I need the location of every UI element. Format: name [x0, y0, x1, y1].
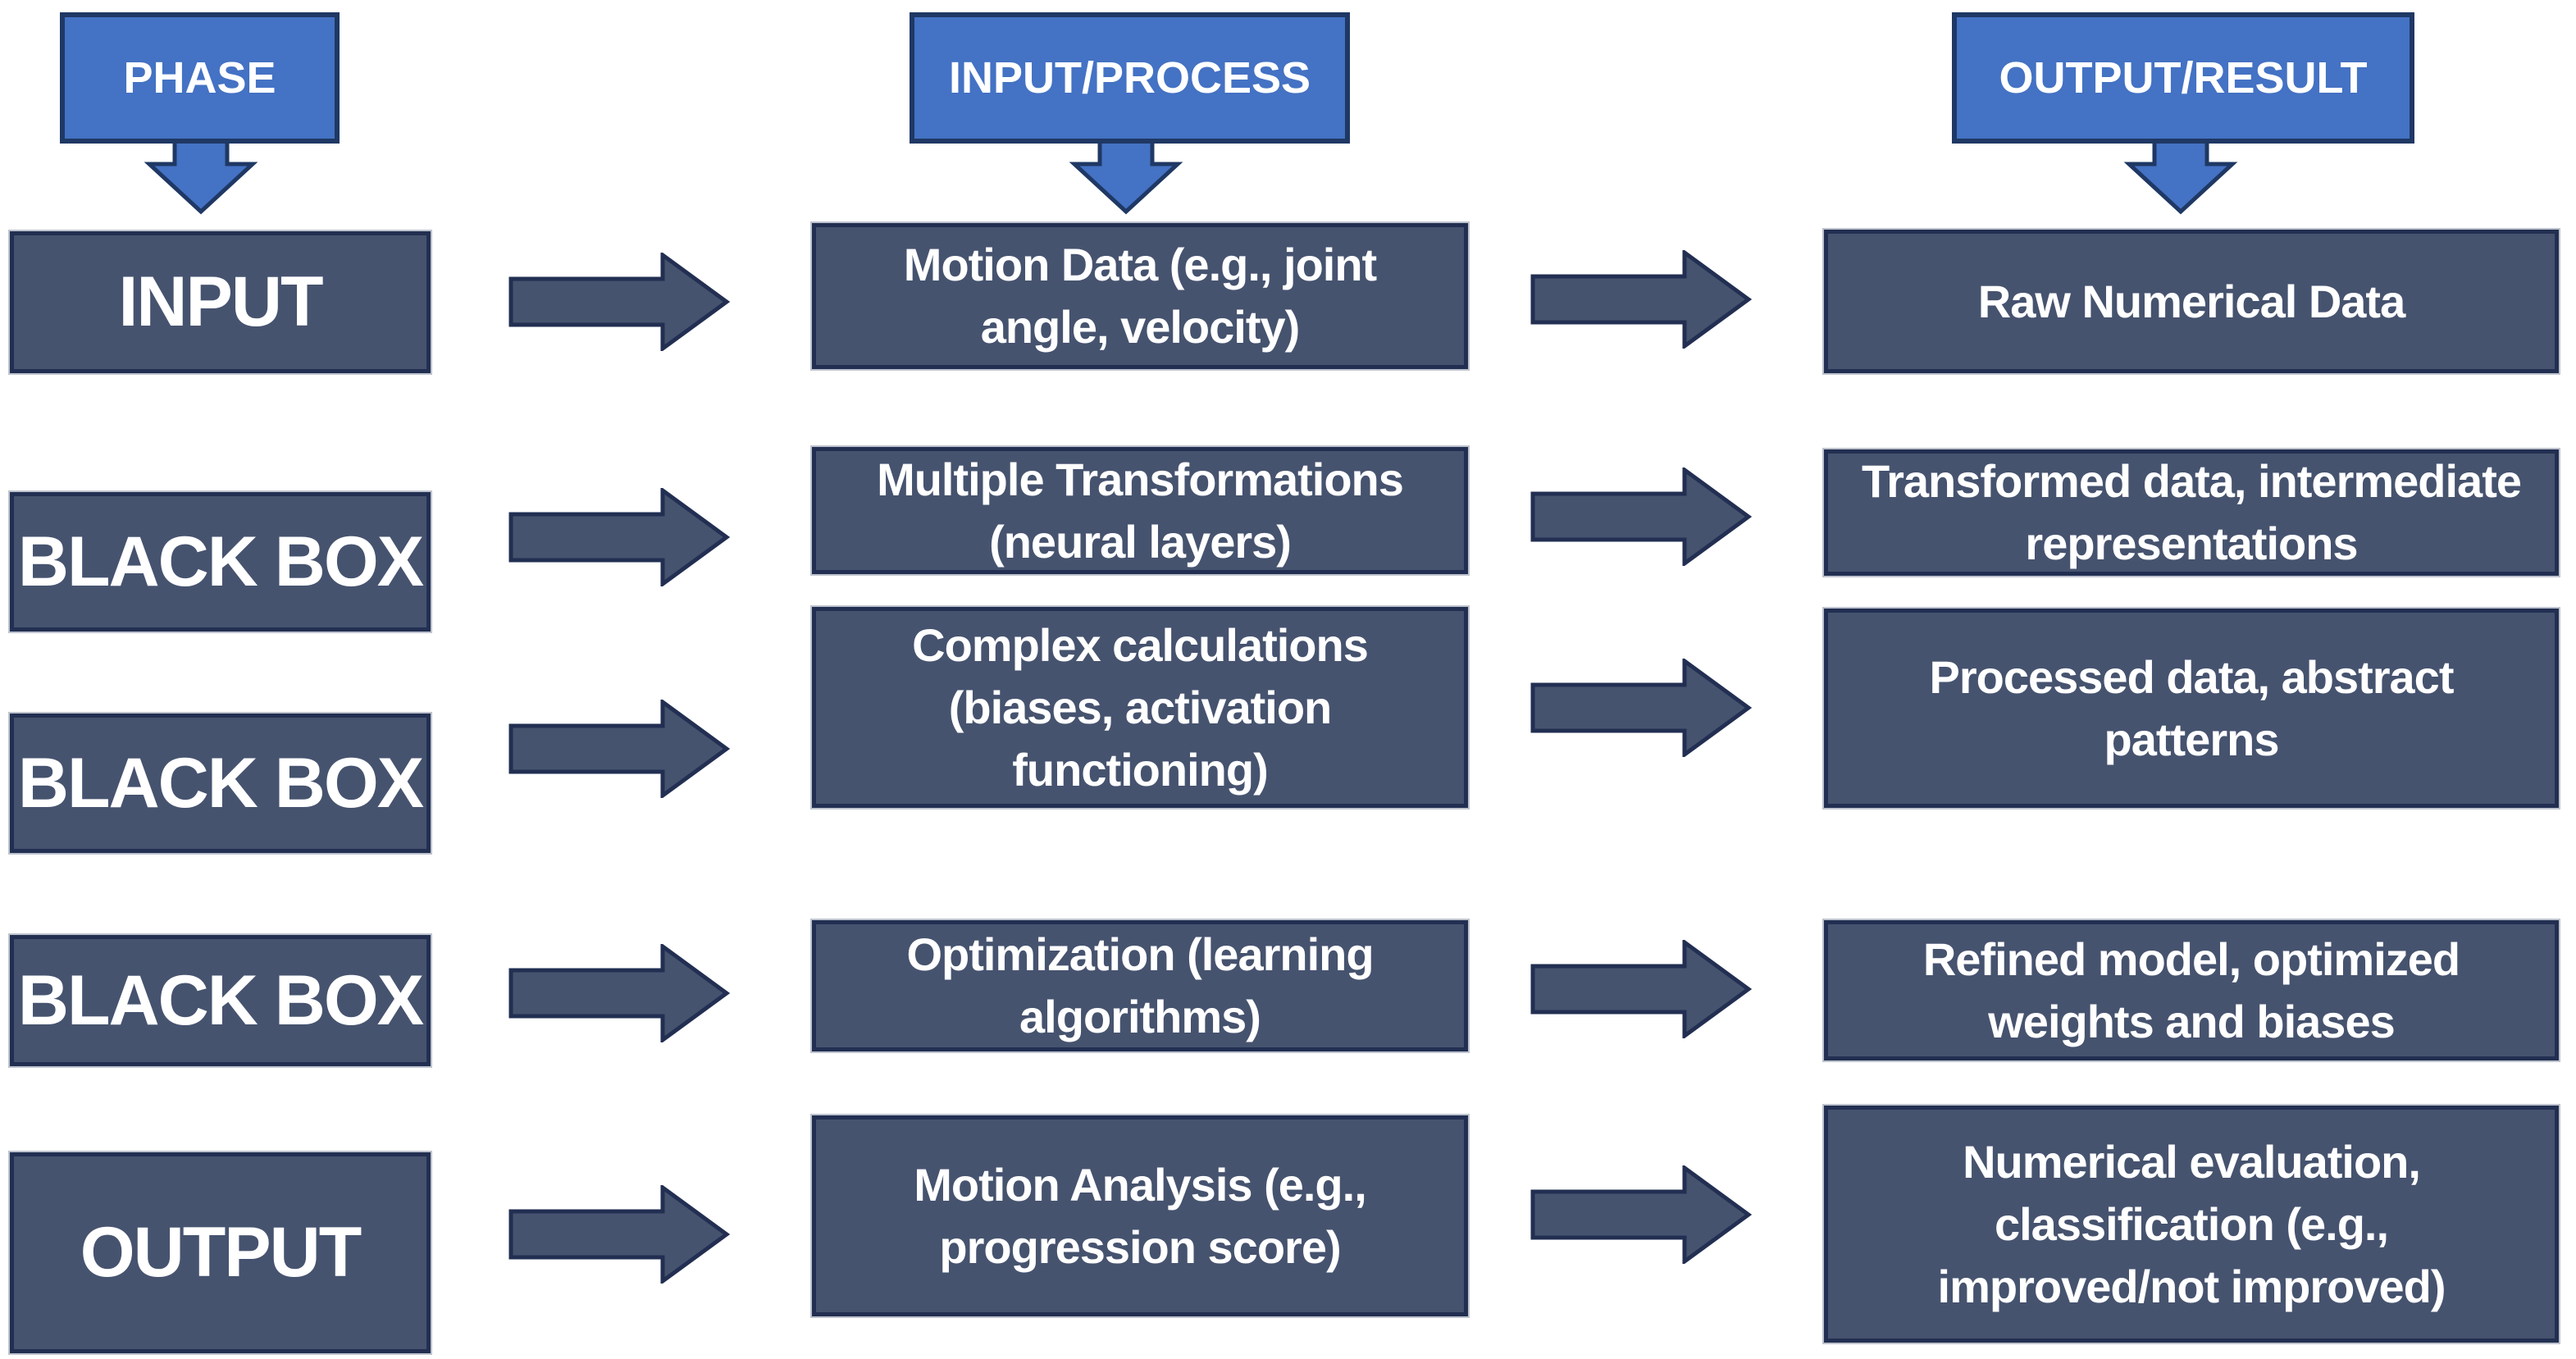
output-box-refined-model: Refined model, optimized weights and bia… [1824, 920, 2559, 1060]
header-output-result: OUTPUT/RESULT [1952, 12, 2414, 144]
right-arrow-icon [1530, 1165, 1752, 1264]
output-box-raw-numerical-data: Raw Numerical Data [1824, 230, 2559, 373]
phase-box-black-box-3: BLACK BOX [10, 935, 431, 1066]
process-box-optimization: Optimization (learning algorithms) [812, 920, 1468, 1051]
process-box-motion-analysis: Motion Analysis (e.g., progression score… [812, 1115, 1468, 1316]
right-arrow-icon [508, 944, 730, 1042]
process-box-motion-data: Motion Data (e.g., joint angle, velocity… [812, 223, 1468, 369]
right-arrow-icon [1530, 659, 1752, 757]
output-box-numerical-evaluation: Numerical evaluation, classification (e.… [1824, 1106, 2559, 1343]
right-arrow-icon [508, 700, 730, 798]
down-arrow-icon [144, 139, 258, 215]
right-arrow-icon [1530, 940, 1752, 1038]
down-arrow-icon [2123, 139, 2238, 215]
right-arrow-icon [1530, 250, 1752, 349]
output-box-transformed-data: Transformed data, intermediate represent… [1824, 449, 2559, 576]
down-arrow-icon [1069, 139, 1183, 215]
output-box-processed-data: Processed data, abstract patterns [1824, 609, 2559, 808]
phase-box-black-box-2: BLACK BOX [10, 714, 431, 853]
header-input-process: INPUT/PROCESS [910, 12, 1350, 144]
right-arrow-icon [508, 1185, 730, 1284]
header-phase: PHASE [60, 12, 340, 144]
right-arrow-icon [508, 253, 730, 351]
phase-box-output: OUTPUT [10, 1152, 431, 1353]
right-arrow-icon [508, 488, 730, 586]
right-arrow-icon [1530, 467, 1752, 566]
phase-box-input: INPUT [10, 231, 431, 373]
process-box-multiple-transformations: Multiple Transformations (neural layers) [812, 447, 1468, 574]
process-box-complex-calculations: Complex calculations (biases, activation… [812, 607, 1468, 808]
phase-box-black-box-1: BLACK BOX [10, 492, 431, 632]
